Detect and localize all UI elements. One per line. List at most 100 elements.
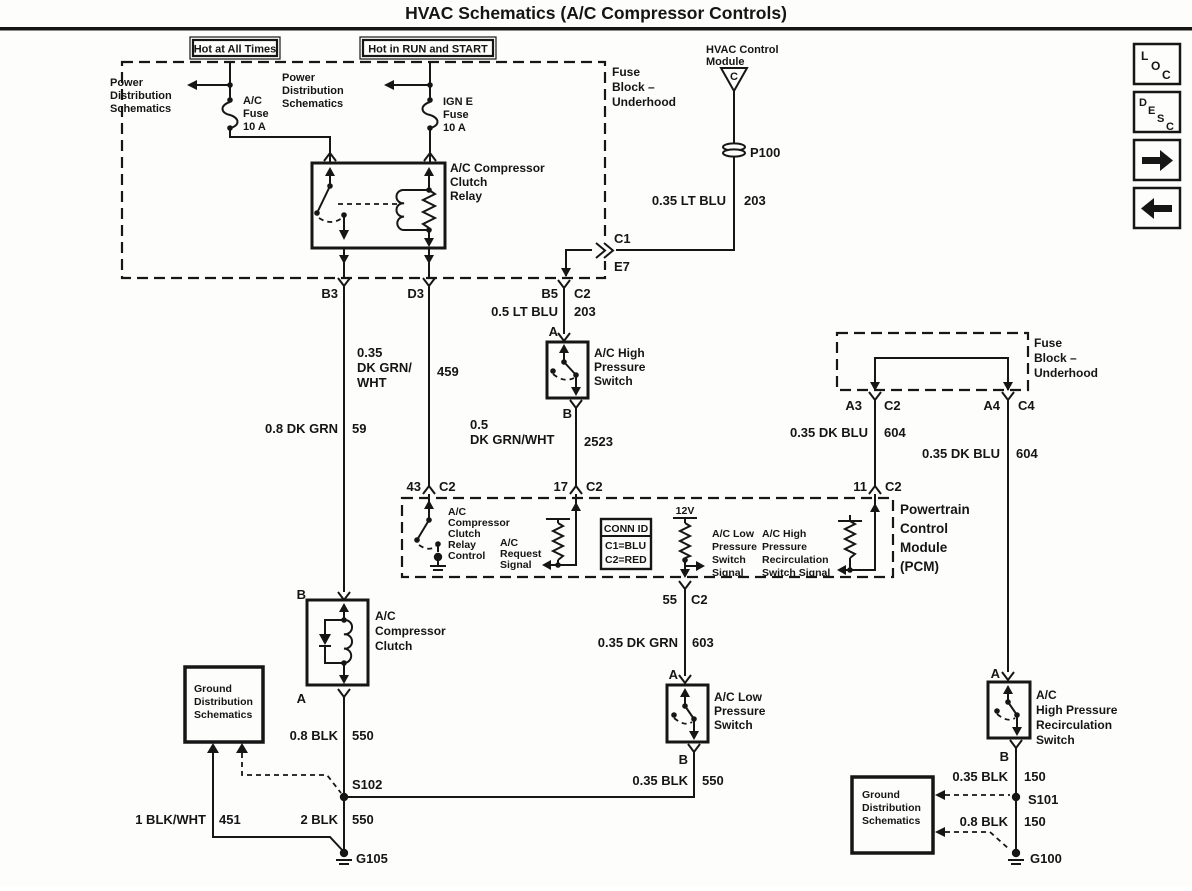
pin-c1: C1 (614, 231, 631, 246)
a3-wire: 0.35 DK BLU 604 (790, 400, 906, 486)
ac-high-pressure-recirc-switch (986, 680, 1032, 740)
svg-text:Distribution: Distribution (282, 85, 344, 97)
hp-switch-output: B 0.5 DK GRN/WHT 2523 (470, 399, 613, 486)
svg-text:10 A: 10 A (443, 122, 466, 134)
fuse-block-underhood-2-label: Fuse Block – Underhood (1034, 336, 1098, 380)
svg-text:A/C Compressor: A/C Compressor (450, 161, 545, 175)
ckt-550c: 550 (352, 812, 374, 827)
wire-604a: 0.35 DK BLU (790, 425, 868, 440)
svg-text:Powertrain: Powertrain (900, 502, 970, 517)
pcm-pin55: 12V 55 C2 (663, 505, 708, 607)
low-signal-arrow-icon (696, 561, 705, 571)
svg-text:Pressure: Pressure (594, 360, 646, 374)
wire-035-blk-550: 0.35 BLK (632, 773, 688, 788)
connector-fork (337, 688, 351, 699)
desc-letter-e: E (1148, 105, 1155, 117)
terminal-a-clutch: A (297, 691, 307, 706)
fuse-block-underhood-label: Fuse Block – Underhood (612, 65, 676, 109)
loc-letter-c: C (1162, 68, 1171, 82)
relay-coil (395, 188, 405, 231)
svg-text:Recirculation: Recirculation (1036, 718, 1112, 732)
svg-text:10 A: 10 A (243, 121, 266, 133)
svg-text:Pressure: Pressure (762, 541, 807, 553)
svg-text:Power: Power (110, 77, 144, 89)
svg-text:Power: Power (282, 72, 316, 84)
pullup-resistor (550, 522, 566, 561)
hot-all-times-label: Hot at All Times (194, 44, 277, 56)
pullup-resistor (677, 522, 693, 559)
desc-button[interactable]: D E S C (1132, 90, 1182, 134)
left-arrow-icon (1141, 198, 1172, 219)
svg-text:Switch: Switch (1036, 733, 1075, 747)
ground-symbol (430, 561, 446, 571)
svg-text:Switch: Switch (594, 374, 633, 388)
connector-fork (337, 277, 351, 288)
svg-text:Underhood: Underhood (1034, 366, 1098, 380)
svg-text:Switch Signal: Switch Signal (762, 567, 830, 579)
svg-text:Signal: Signal (712, 567, 744, 579)
page-title: HVAC Schematics (A/C Compressor Controls… (405, 3, 787, 23)
svg-text:Compressor: Compressor (375, 624, 446, 638)
low-switch-output: B 0.35 BLK 550 (344, 743, 724, 798)
wire-1-blkwht: 1 BLK/WHT (135, 812, 206, 827)
terminal-chevron (323, 151, 337, 162)
ckt-150a: 150 (1024, 769, 1046, 784)
wire-035-lt-blu: 0.35 LT BLU (652, 193, 726, 208)
g105-branch-wires: 1 BLK/WHT 451 (135, 753, 345, 853)
svg-text:Distribution: Distribution (862, 802, 921, 814)
conn-c2-b5: C2 (574, 286, 591, 301)
prev-page-button[interactable] (1132, 186, 1182, 230)
pin-a3: A3 (845, 398, 862, 413)
ckt-603: 603 (692, 635, 714, 650)
12v-label: 12V (676, 505, 695, 517)
ground-distribution-right: Ground Distribution Schematics (850, 775, 1010, 855)
low-switch-circuit: 0.35 DK GRN 603 A (598, 589, 714, 685)
wire-05-dkgrnwht-1: 0.5 (470, 417, 488, 432)
p100-label: P100 (750, 145, 780, 160)
svg-text:Relay: Relay (450, 189, 482, 203)
svg-text:Fuse: Fuse (612, 65, 640, 79)
hvac-module-label2: Module (706, 56, 745, 68)
power-distribution-label-2: Power Distribution Schematics (282, 72, 344, 110)
svg-text:Switch: Switch (714, 718, 753, 732)
conn-c2-55: C2 (691, 592, 708, 607)
module-pin-c: C (730, 71, 738, 83)
terminal-b-hp: B (563, 406, 572, 421)
recirc-switch-label: A/C High Pressure Recirculation Switch (1036, 688, 1118, 747)
terminal-chevron (557, 332, 571, 343)
svg-text:A/C: A/C (1036, 688, 1057, 702)
next-page-button[interactable] (1132, 138, 1182, 182)
svg-text:Block –: Block – (1034, 351, 1077, 365)
wire-459-l1: 0.35 (357, 345, 382, 360)
svg-text:(PCM): (PCM) (900, 559, 939, 574)
hot-at-all-times-banner: Hot at All Times (189, 36, 281, 60)
terminal-chevron (423, 151, 437, 162)
svg-text:A/C: A/C (448, 506, 467, 518)
wire-604b: 0.35 DK BLU (922, 446, 1000, 461)
ac-high-pressure-switch (545, 340, 590, 400)
connector-fork (1009, 739, 1023, 750)
a4-wire: 0.35 DK BLU 604 (922, 400, 1038, 672)
d3-wire: 0.35 DK GRN/ WHT 459 (357, 286, 459, 486)
hvac-module-label: HVAC Control (706, 44, 779, 56)
svg-text:Signal: Signal (500, 559, 532, 571)
svg-text:A/C High: A/C High (762, 528, 806, 540)
ckt-550b: 550 (352, 728, 374, 743)
fuse-block-underhood-box (120, 60, 607, 280)
loc-letter-o: O (1151, 59, 1160, 73)
ground-g100-dot (1011, 848, 1021, 858)
ac-low-pressure-switch (665, 683, 710, 744)
ckt-604b: 604 (1016, 446, 1038, 461)
pcm-pin11: 11 C2 (837, 479, 902, 575)
svg-text:Schematics: Schematics (194, 709, 253, 721)
terminal-b-clutch: B (297, 587, 306, 602)
svg-text:Control: Control (900, 521, 948, 536)
loc-button[interactable]: L O C (1132, 42, 1182, 86)
svg-text:Clutch: Clutch (448, 528, 481, 540)
conn-id-box: CONN ID C1=BLU C2=RED (599, 517, 653, 571)
ground-dot (433, 552, 443, 562)
high-recirc-signal-label: A/C High Pressure Recirculation Switch S… (762, 528, 830, 579)
conn-c4-a4: C4 (1018, 398, 1035, 413)
ckt-203: 203 (744, 193, 766, 208)
svg-text:IGN E: IGN E (443, 96, 473, 108)
